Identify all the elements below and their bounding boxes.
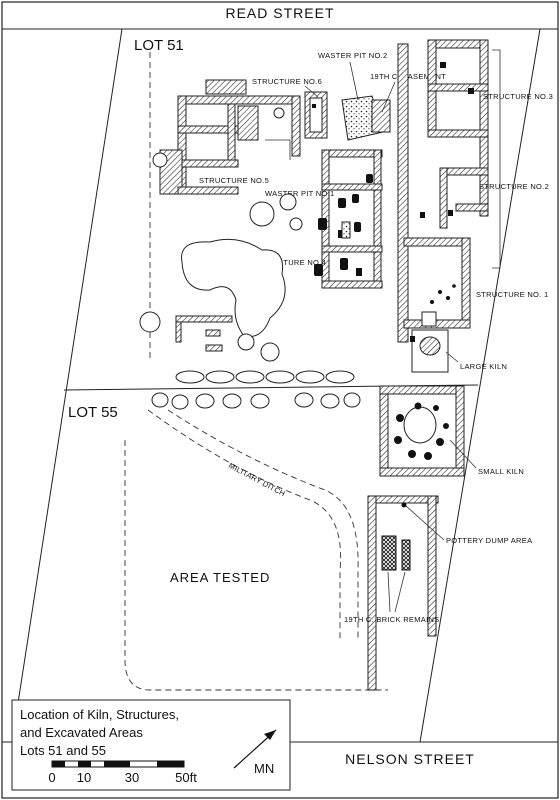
military-ditch-line-b bbox=[167, 409, 359, 640]
structure-6-label: STRUCTURE NO.6 bbox=[252, 77, 322, 86]
tree-cluster bbox=[139, 152, 303, 362]
small-kiln bbox=[379, 385, 465, 477]
nelson-street-label: NELSON STREET bbox=[345, 751, 475, 767]
north-arrow-icon bbox=[233, 729, 277, 769]
structure-bracket bbox=[492, 49, 501, 269]
military-ditch-label: MILITARY DITCH bbox=[227, 461, 287, 499]
pottery-dump-area bbox=[367, 495, 439, 691]
pottery-dump-label: POTTERY DUMP AREA bbox=[446, 536, 532, 545]
legend-box: Location of Kiln, Structures, and Excava… bbox=[11, 699, 291, 791]
structure-2-label: STRUCTURE NO.2 bbox=[479, 182, 549, 191]
legend-title-line3: Lots 51 and 55 bbox=[20, 743, 106, 758]
large-kiln-label: LARGE KILN bbox=[460, 362, 507, 371]
structure-1-label: STRUCTURE NO. 1 bbox=[476, 290, 548, 299]
large-kiln bbox=[410, 311, 449, 373]
lot-51-label: LOT 51 bbox=[134, 37, 184, 54]
lot-boundary-west bbox=[11, 28, 123, 743]
lot-55-label: LOT 55 bbox=[68, 404, 118, 421]
north-label: MN bbox=[254, 761, 274, 776]
structure-4 bbox=[314, 149, 383, 289]
scale-tick-0: 0 bbox=[48, 770, 55, 785]
read-street-label: READ STREET bbox=[225, 5, 334, 21]
small-kiln-label: SMALL KILN bbox=[478, 467, 524, 476]
waster-pit-1-label: WASTER PIT NO.1 bbox=[265, 189, 335, 198]
lot-boundary-east bbox=[419, 28, 541, 743]
scale-tick-10: 10 bbox=[77, 770, 91, 785]
brick-remains-label: 19TH C. BRICK REMAINS bbox=[344, 615, 439, 624]
structure-6 bbox=[273, 91, 328, 139]
hedge-row bbox=[151, 370, 361, 410]
military-ditch-line-a bbox=[147, 409, 342, 640]
legend-title-line1: Location of Kiln, Structures, bbox=[20, 707, 179, 722]
area-tested-label: AREA TESTED bbox=[170, 570, 270, 585]
dashed-area-tested-boundary bbox=[124, 440, 388, 691]
scale-tick-50ft: 50ft bbox=[175, 770, 197, 785]
foundation-fragments bbox=[175, 315, 233, 352]
scale-tick-30: 30 bbox=[125, 770, 139, 785]
basement-wall bbox=[371, 99, 391, 133]
legend-title-line2: and Excavated Areas bbox=[20, 725, 143, 740]
structure-5 bbox=[159, 79, 301, 195]
scale-bar bbox=[51, 760, 185, 768]
waster-pit-2-label: WASTER PIT NO.2 bbox=[318, 51, 388, 60]
structure-3-label: STRUCTURE NO.3 bbox=[483, 92, 553, 101]
structures-1-2-3 bbox=[397, 39, 489, 343]
structure-5-label: STRUCTURE NO.5 bbox=[199, 176, 269, 185]
structure-4-label: STRUCTURE NO.4 bbox=[256, 258, 326, 267]
